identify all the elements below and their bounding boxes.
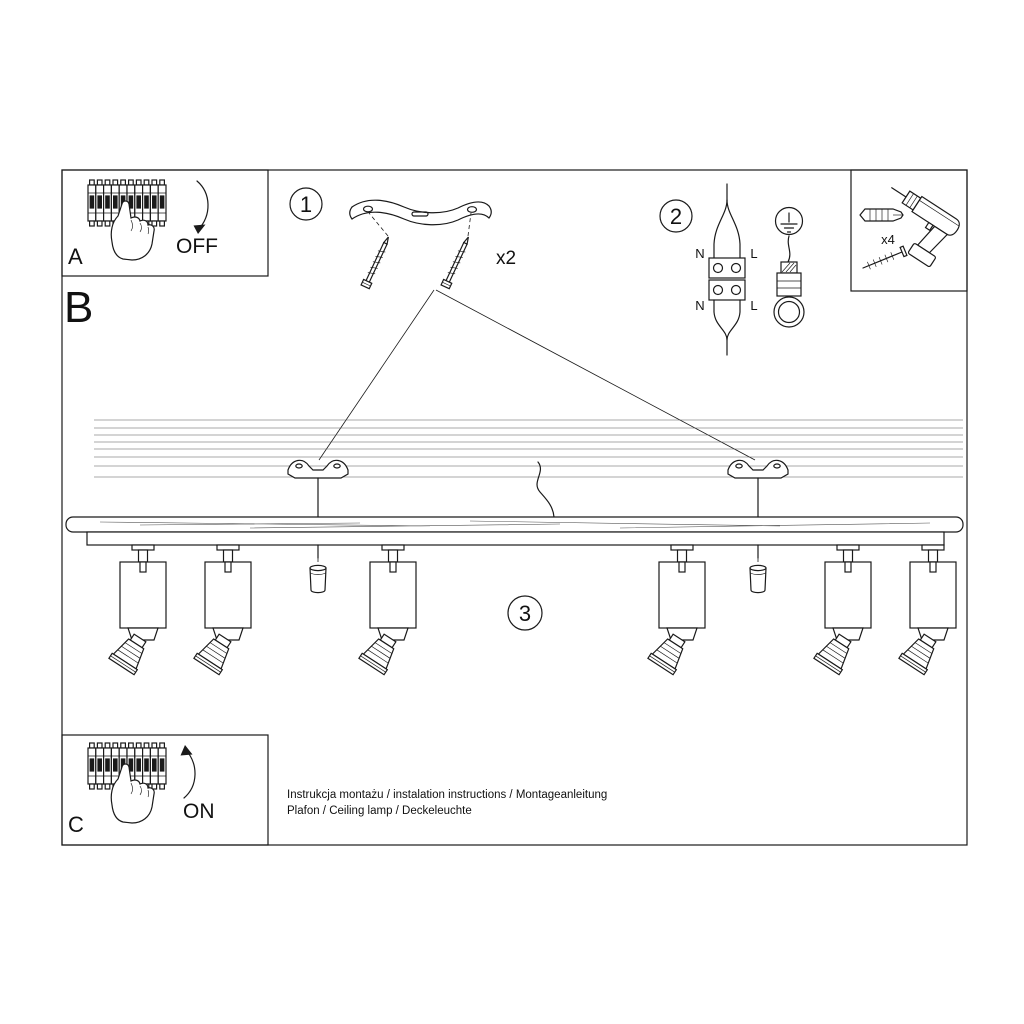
wire-n-top: N [695, 246, 704, 261]
spotlight-4 [647, 544, 706, 676]
step-1-badge [289, 187, 323, 221]
anchors-quantity: x4 [881, 232, 895, 247]
screw-icon [440, 234, 474, 290]
installed-bracket-right [727, 459, 789, 479]
panel-a-label: A [68, 244, 83, 269]
leader-line-right [435, 289, 756, 461]
drill-icon [891, 187, 960, 268]
arrow-on-icon [183, 748, 196, 799]
spotlight-2 [193, 544, 252, 676]
mounting-screw-icon [862, 245, 908, 270]
spotlight-6 [898, 544, 957, 676]
panel-c-box [61, 734, 269, 846]
installed-bracket-left [287, 459, 349, 479]
wire-l-bottom: L [750, 298, 757, 313]
wire-l-top: L [750, 246, 757, 261]
spotlight-3 [358, 544, 417, 676]
footer-line2: Plafon / Ceiling lamp / Deckeleuchte [287, 805, 472, 817]
wire-n-bottom: N [695, 298, 704, 313]
on-label: ON [183, 800, 215, 823]
footer: Instrukcja montażu / instalation instruc… [287, 789, 607, 817]
tools: x4 [859, 187, 960, 270]
cap-right [749, 564, 767, 594]
arrow-off-icon [196, 180, 209, 231]
leader-line-left [318, 289, 435, 461]
ceiling-hatch [94, 419, 963, 478]
wiring-diagram: N L N L [695, 183, 758, 356]
supply-cable [536, 461, 555, 518]
step-1-number: 1 [300, 192, 312, 217]
ground-symbol-icon [774, 206, 804, 236]
step-3-badge [507, 595, 543, 631]
step-2-badge [659, 199, 693, 233]
step-2-number: 2 [670, 204, 682, 229]
spotlight-1 [108, 544, 167, 676]
rail-body [86, 531, 945, 546]
panel-c: C ON [68, 743, 215, 837]
lamp-assembly: 3 [65, 516, 964, 676]
outer-border [61, 169, 968, 846]
step-2: 2 N L N L [659, 183, 805, 356]
panel-a: A OFF [68, 180, 218, 269]
section-b-label: B [64, 283, 93, 332]
cable-clamp [773, 235, 805, 328]
step-1: 1 x2 [289, 187, 516, 290]
rail-grain [99, 520, 931, 529]
footer-line1: Instrukcja montażu / instalation instruc… [287, 789, 607, 801]
off-label: OFF [176, 235, 218, 258]
screw-icon [360, 234, 394, 290]
mounting-bracket-drawing [349, 199, 492, 226]
cap-left [309, 564, 327, 594]
panel-a-box [61, 169, 269, 277]
spotlight-5 [813, 544, 872, 676]
step-3-number: 3 [519, 601, 531, 626]
panel-c-label: C [68, 812, 84, 837]
screws-quantity: x2 [496, 248, 516, 269]
wall-anchor-icon [859, 208, 904, 222]
tools-box [850, 169, 968, 292]
